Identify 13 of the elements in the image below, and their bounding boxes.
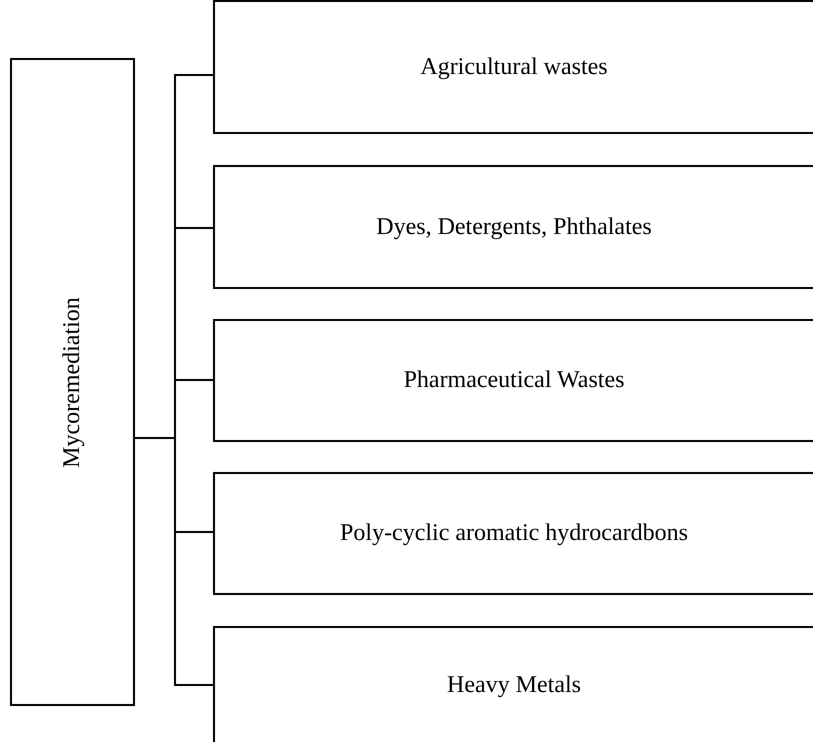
category-label: Poly-cyclic aromatic hydrocardbons — [340, 520, 688, 547]
category-label: Dyes, Detergents, Phthalates — [376, 214, 652, 240]
category-box — [213, 0, 813, 134]
category-box — [213, 472, 813, 595]
category-label: Agricultural wastes — [420, 54, 608, 80]
category-box — [213, 319, 813, 442]
root-label: Mycoremediation — [59, 296, 86, 468]
category-box — [213, 165, 813, 289]
connector-line — [135, 437, 213, 686]
category-box — [213, 626, 813, 742]
category-label: Pharmaceutical Wastes — [404, 367, 624, 394]
category-label: Heavy Metals — [447, 672, 581, 698]
root-box — [10, 58, 135, 706]
